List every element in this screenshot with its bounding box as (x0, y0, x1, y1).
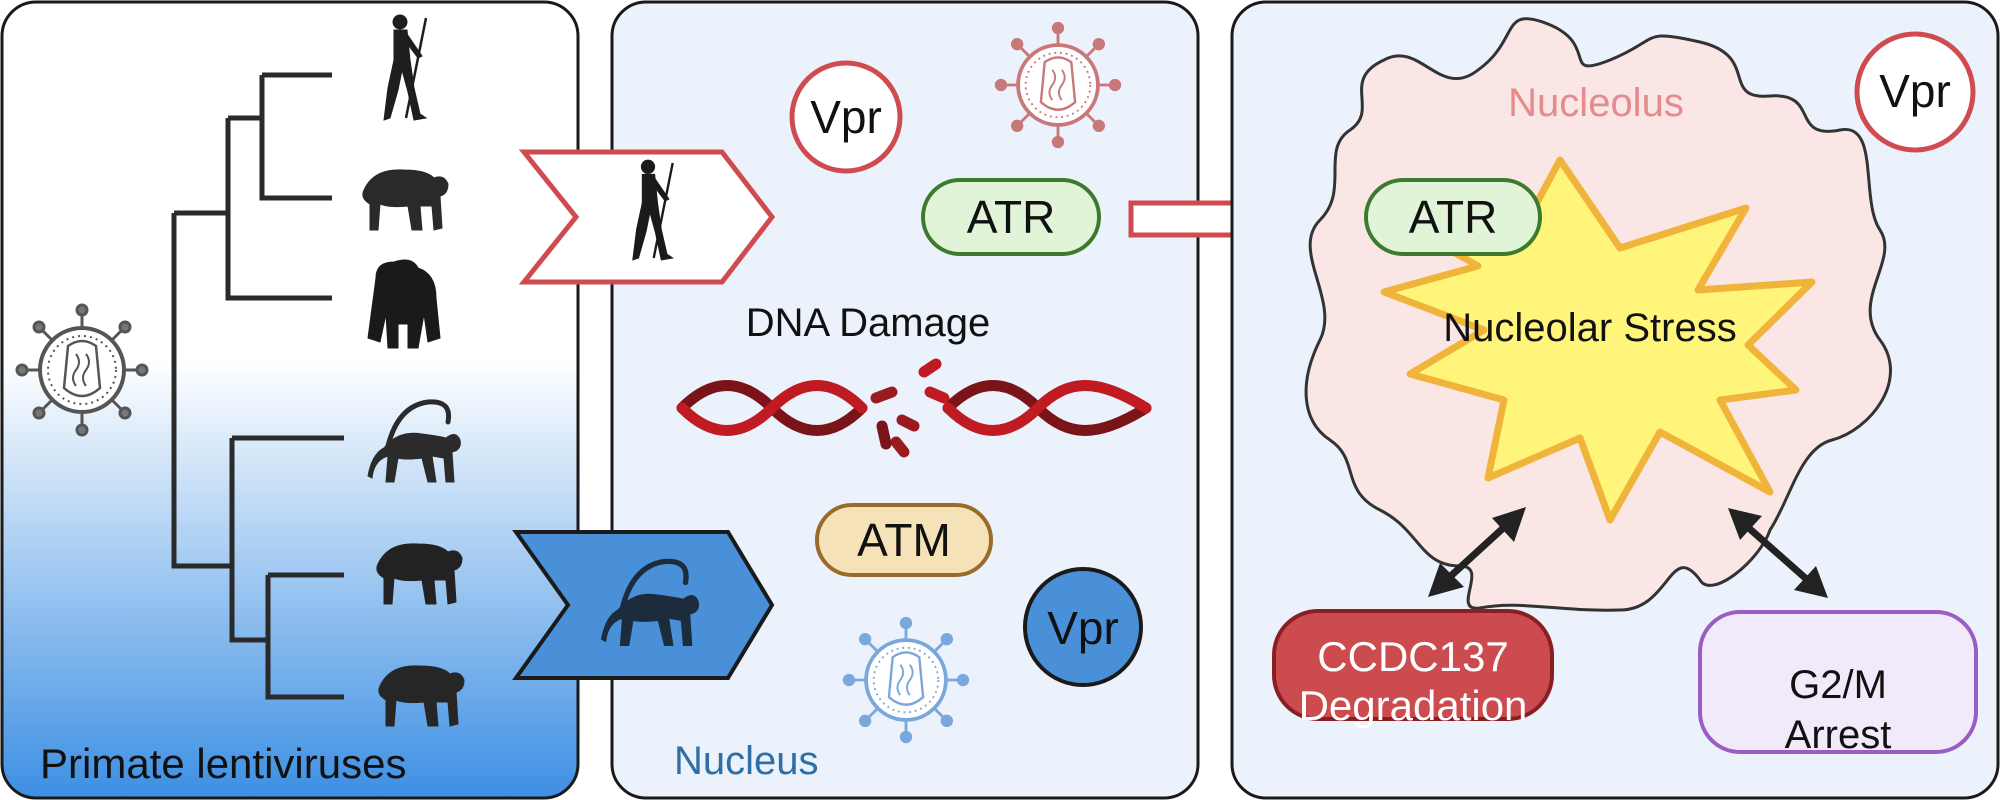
phylogenetic-tree (171, 72, 344, 700)
nucleus-label: Nucleus (674, 739, 819, 783)
atr-pill-right (1364, 178, 1542, 256)
vpr-label-right: Vpr (1879, 65, 1951, 117)
double-arrow-right (1728, 508, 1828, 598)
atr-label-middle: ATR (967, 191, 1056, 243)
dna-damage-label: DNA Damage (746, 301, 991, 345)
left-panel: Primate lentiviruses (0, 0, 580, 800)
arrest-label: Arrest (1785, 713, 1892, 757)
vpr-label-top: Vpr (810, 91, 882, 143)
virus-icon-blue (842, 616, 970, 744)
vpr-circle-right (1854, 31, 1976, 153)
atm-label: ATM (857, 514, 951, 566)
double-arrow-left (1428, 507, 1526, 597)
atr-pill-middle (921, 178, 1101, 256)
dna-helix-icon (676, 358, 1152, 458)
g2m-label: G2/M (1789, 663, 1887, 707)
vpr-label-bottom: Vpr (1047, 602, 1119, 654)
middle-panel: Vpr ATR DNA Damage ATM Vpr Nucleus (512, 0, 1200, 800)
atr-label-right: ATR (1409, 191, 1498, 243)
vpr-circle-top (789, 60, 903, 174)
degradation-label: Degradation (1299, 682, 1528, 729)
virus-icon-left (15, 303, 149, 437)
vpr-circle-bottom (1023, 567, 1143, 687)
atm-pill (815, 503, 993, 577)
monkey-lentivirus-chevron (512, 530, 775, 680)
ccdc137-degradation-box (1272, 609, 1554, 721)
right-panel: Nucleolus Vpr ATR Nucleolar Stress CCDC1… (1230, 0, 2000, 800)
nucleolar-stress-label: Nucleolar Stress (1443, 306, 1736, 350)
nucleolus-label: Nucleolus (1508, 81, 1684, 125)
ccdc137-label: CCDC137 (1317, 633, 1508, 680)
virus-icon-red (994, 21, 1122, 149)
g2m-arrest-box (1698, 610, 1978, 754)
primate-lentiviruses-caption: Primate lentiviruses (40, 740, 406, 787)
human-lentivirus-chevron (518, 149, 776, 285)
